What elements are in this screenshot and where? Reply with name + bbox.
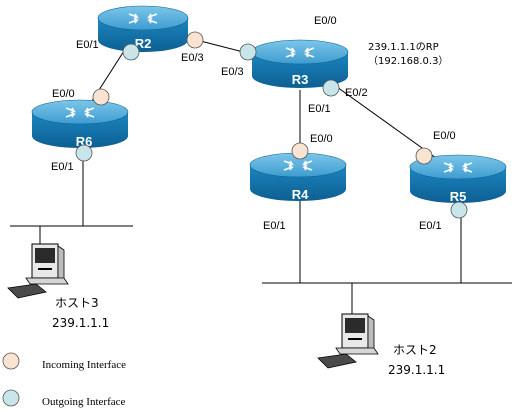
legend-outgoing-label: Outgoing Interface [42,396,125,408]
label-r3-e00: E0/0 [314,15,337,27]
router-r5[interactable]: R5 [409,154,507,204]
host3-computer-icon[interactable] [7,243,69,299]
marker-r2-e01-outgoing [122,43,140,61]
marker-r3-e03-outgoing [239,43,257,61]
router-r4[interactable]: R4 [249,152,347,202]
rp-annotation: 239.1.1.1のRP （192.168.0.3） [368,42,448,67]
label-r3-e01: E0/1 [308,103,331,115]
interface-markers [75,31,468,219]
label-r3-e03: E0/3 [221,66,244,78]
interface-labels: E0/1 E0/3 E0/0 E0/3 E0/1 E0/2 E0/0 E0/1 … [51,15,456,232]
marker-r5-e01-outgoing [450,201,468,219]
marker-r6-e00-incoming [92,88,110,106]
marker-r4-e00-incoming [291,142,309,160]
label-r6-e00: E0/0 [52,88,75,100]
legend-incoming-label: Incoming Interface [42,359,126,371]
label-r4-e01: E0/1 [263,220,286,232]
router-r3-label: R3 [292,72,309,87]
router-r6-label: R6 [76,134,93,149]
rp-line1: 239.1.1.1のRP [368,42,439,53]
host2-computer-icon[interactable] [317,313,379,369]
label-r5-e00: E0/0 [433,130,456,142]
router-r6[interactable]: R6 [31,99,129,149]
label-r5-e01: E0/1 [419,220,442,232]
label-r3-e02: E0/2 [345,87,368,99]
label-r4-e00: E0/0 [310,133,333,145]
host3-name: ホスト3 [55,296,99,310]
marker-r6-e01-outgoing [75,144,93,162]
legend: Incoming Interface Outgoing Interface [2,352,126,408]
router-r4-label: R4 [292,187,309,202]
marker-r2-e03-incoming [186,31,204,49]
host3-group: 239.1.1.1 [52,316,109,330]
marker-r3-e02-outgoing [322,79,340,97]
legend-outgoing-swatch [2,389,20,407]
marker-r5-e00-incoming [415,147,433,165]
rp-line2: （192.168.0.3） [368,55,448,67]
legend-incoming-swatch [2,352,20,370]
label-r2-e03: E0/3 [181,52,204,64]
host2-group: 239.1.1.1 [388,363,445,377]
router-r2[interactable]: R2 [97,5,189,52]
label-r2-e01: E0/1 [76,39,99,51]
router-r5-label: R5 [450,189,467,204]
router-r3[interactable]: R3 [251,39,349,88]
host2-name: ホスト2 [393,343,437,357]
label-r6-e01: E0/1 [51,161,74,173]
router-r2-label: R2 [135,36,152,51]
